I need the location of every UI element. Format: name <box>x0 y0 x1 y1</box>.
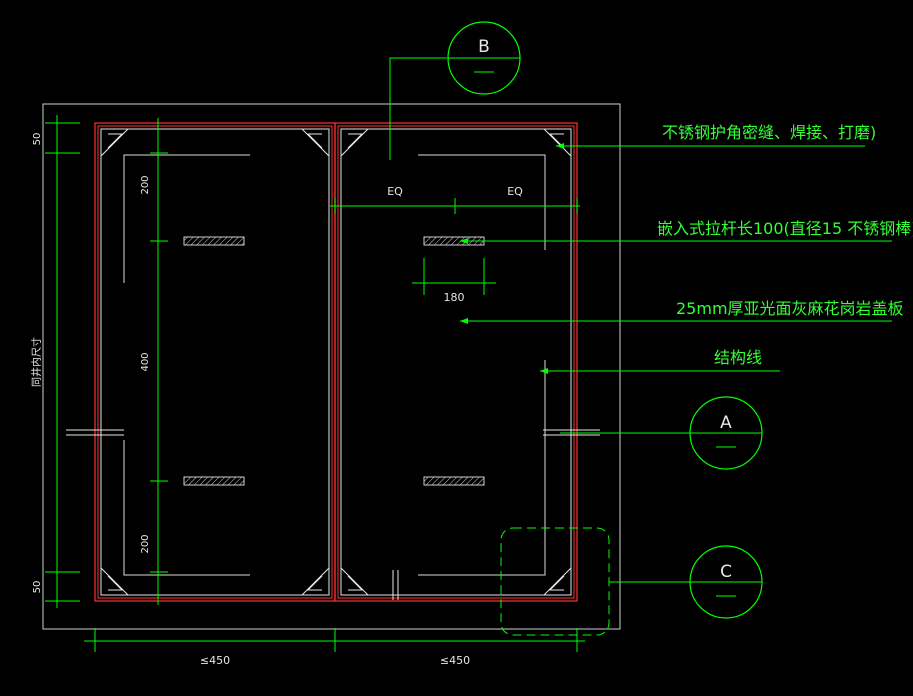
dim-eq-right: EQ <box>507 185 523 198</box>
label-structure-line: 结构线 <box>714 348 762 367</box>
label-pull-rod: 嵌入式拉杆长100(直径15 不锈钢棒) <box>657 219 913 238</box>
callout-a[interactable]: A <box>689 396 763 470</box>
structure-outline <box>42 103 621 630</box>
dim-180: 180 <box>444 291 465 304</box>
label-edge-protection: 不锈钢护角密缝、焊接、打磨) <box>662 123 876 142</box>
dim-50-bottom: 50 <box>32 581 43 594</box>
rod-left-bottom <box>183 476 245 486</box>
arrowheads <box>460 143 564 374</box>
rod-right-bottom <box>423 476 485 486</box>
dim-400: 400 <box>140 352 151 371</box>
right-panel <box>334 122 578 602</box>
leader-lines <box>389 57 892 583</box>
inner-structure-lines <box>123 154 546 576</box>
callout-b[interactable]: B <box>447 21 521 95</box>
dim-left-total: 同井内尺寸 <box>30 337 43 387</box>
label-cover-plate: 25mm厚亚光面灰麻花岗岩盖板 <box>676 299 904 318</box>
dim-200-top: 200 <box>140 175 151 194</box>
dim-200-bottom: 200 <box>140 534 151 553</box>
callout-a-label: A <box>720 413 732 433</box>
corner-pieces <box>100 128 572 596</box>
dim-50-top: 50 <box>32 133 43 146</box>
section-ticks <box>66 429 600 600</box>
dim-bottom-left: ≤450 <box>200 654 230 667</box>
dim-bottom-right: ≤450 <box>440 654 470 667</box>
callout-c-label: C <box>720 562 732 582</box>
dim-eq-left: EQ <box>387 185 403 198</box>
callout-c[interactable]: C <box>689 545 763 619</box>
left-panel <box>94 122 336 602</box>
callout-b-label: B <box>478 37 490 57</box>
pull-rods <box>183 236 485 486</box>
dimension-lines <box>45 115 585 652</box>
detail-c-region <box>500 527 610 636</box>
rod-left-top <box>183 236 245 246</box>
